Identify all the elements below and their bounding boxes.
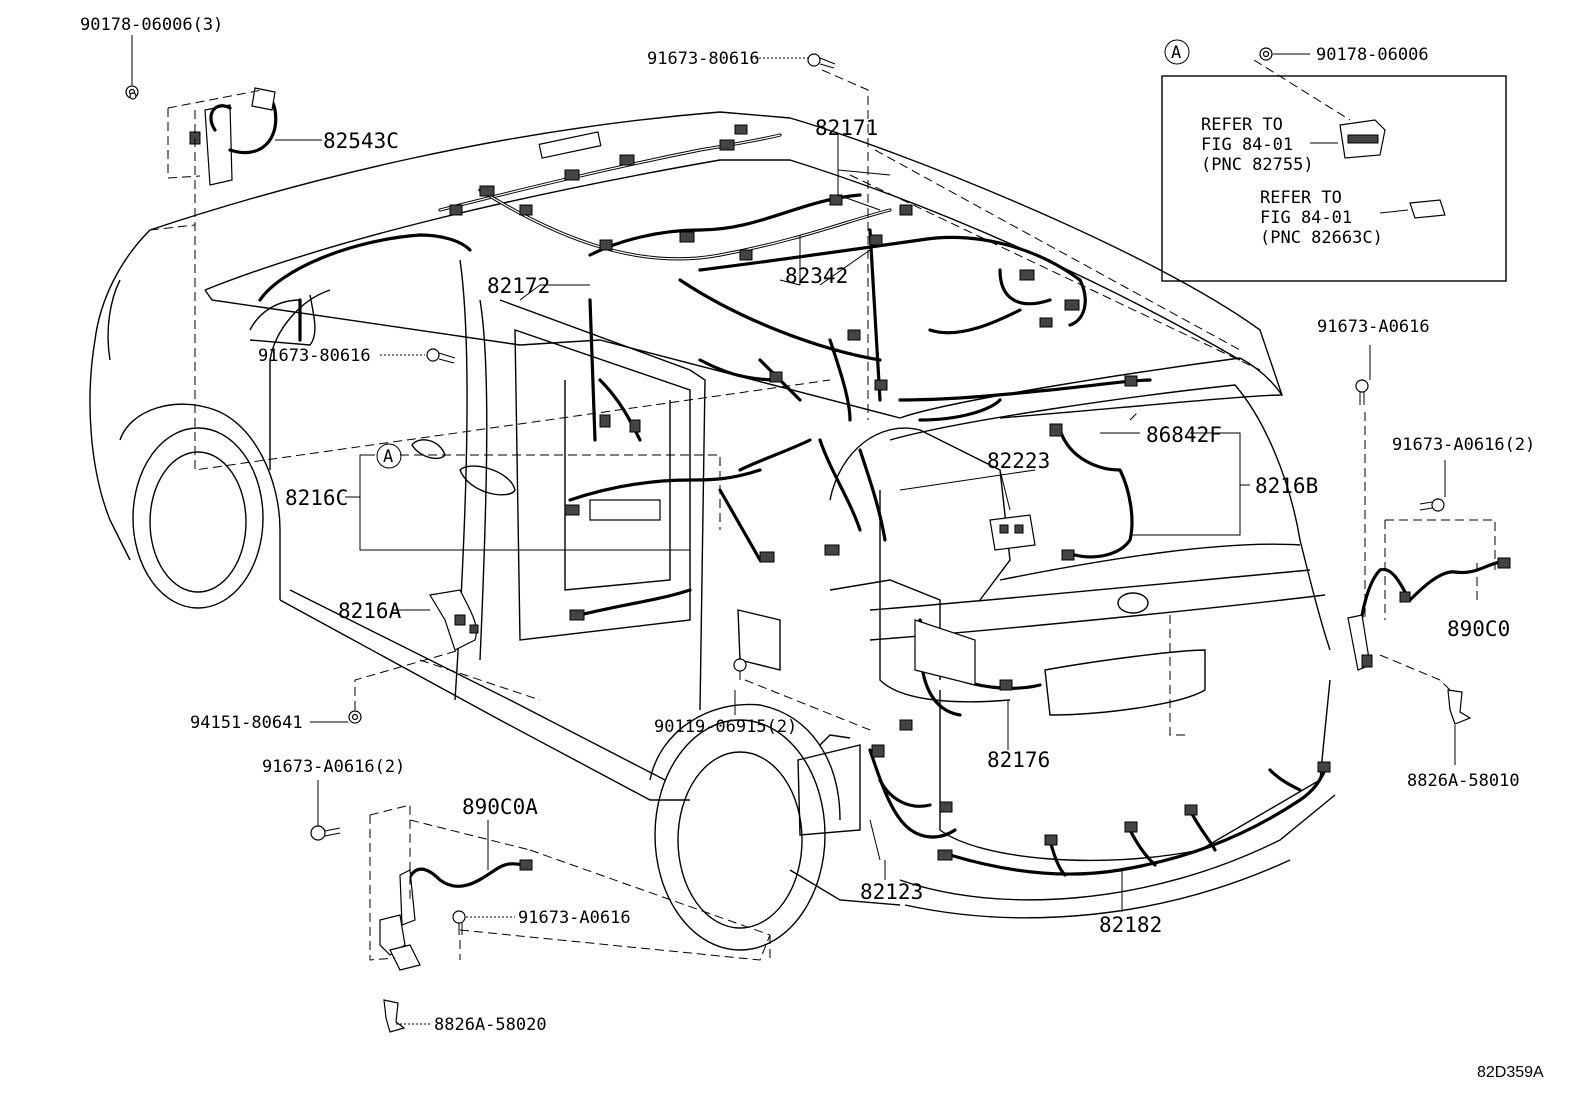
inset-box (1161, 53, 1507, 282)
bracket-8826A-58020 (383, 999, 406, 1033)
label-91673-A0616-2-left: 91673-A0616(2) (262, 757, 405, 777)
rear-harness-82123 (868, 744, 957, 839)
inset-ref2-line2: FIG 84-01 (1260, 208, 1352, 228)
label-8216C: 8216C (285, 486, 348, 510)
diagram-id: 82D359A (1477, 1064, 1544, 1081)
callout-a-inset (1164, 39, 1190, 65)
fasteners (125, 47, 1445, 935)
part-890C0 (1347, 519, 1511, 671)
inset-ref2-line3: (PNC 82663C) (1260, 228, 1383, 248)
label-82182: 82182 (1099, 913, 1162, 937)
label-91673-A0616-left: 91673-A0616 (518, 908, 631, 928)
bumper-harness-82182 (937, 761, 1331, 877)
label-91673-A0616-right: 91673-A0616 (1317, 317, 1430, 337)
inset-ref1-line3: (PNC 82755) (1201, 155, 1314, 175)
label-8826A-58020: 8826A-58020 (434, 1015, 547, 1035)
inset-ref2-line1: REFER TO (1260, 188, 1342, 208)
inset-ref1-line2: FIG 84-01 (1201, 135, 1293, 155)
label-86842F: 86842F (1146, 423, 1222, 447)
hatch-harness-8216B (898, 375, 1152, 422)
label-82223: 82223 (987, 449, 1050, 473)
label-8216B: 8216B (1255, 474, 1318, 498)
pillar-harness-82172 (258, 233, 802, 442)
label-94151-80641: 94151-80641 (190, 713, 303, 733)
part-8216A (429, 589, 479, 651)
label-8216A: 8216A (338, 599, 402, 623)
label-890C0A: 890C0A (462, 795, 538, 819)
label-82543C: 82543C (323, 129, 399, 153)
side-harness-82223 (818, 438, 1036, 551)
label-8826A-58010: 8826A-58010 (1407, 771, 1520, 791)
label-82172: 82172 (487, 274, 550, 298)
inset-ref1-line1: REFER TO (1201, 115, 1283, 135)
floor-harness-8216C (564, 438, 840, 621)
roof-harness-82171 (438, 124, 1087, 422)
inset-bolt-label: 90178-06006 (1316, 45, 1429, 65)
label-82342: 82342 (785, 264, 848, 288)
label-90178-06006-3: 90178-06006(3) (80, 15, 223, 35)
hatch-harness-86842F (1049, 423, 1134, 561)
label-890C0: 890C0 (1447, 617, 1510, 641)
rear-harness-82176 (899, 618, 1042, 731)
part-890C0A (369, 804, 771, 971)
label-90119-06915-2: 90119-06915(2) (654, 717, 797, 737)
inset-callout-letter: A (1171, 43, 1181, 63)
bracket-8826A-58010 (1447, 689, 1472, 725)
label-82123: 82123 (860, 880, 923, 904)
callout-a-letter: A (383, 447, 393, 467)
label-91673-80616-top: 91673-80616 (647, 49, 760, 69)
leader-lines (131, 35, 1478, 1025)
label-91673-A0616-2-right: 91673-A0616(2) (1392, 435, 1535, 455)
label-91673-80616-mid: 91673-80616 (258, 346, 371, 366)
label-82176: 82176 (987, 748, 1050, 772)
label-82171: 82171 (815, 116, 878, 140)
part-82543C (167, 87, 278, 186)
vehicle-body (89, 111, 1336, 951)
callout-a-main (376, 443, 402, 469)
